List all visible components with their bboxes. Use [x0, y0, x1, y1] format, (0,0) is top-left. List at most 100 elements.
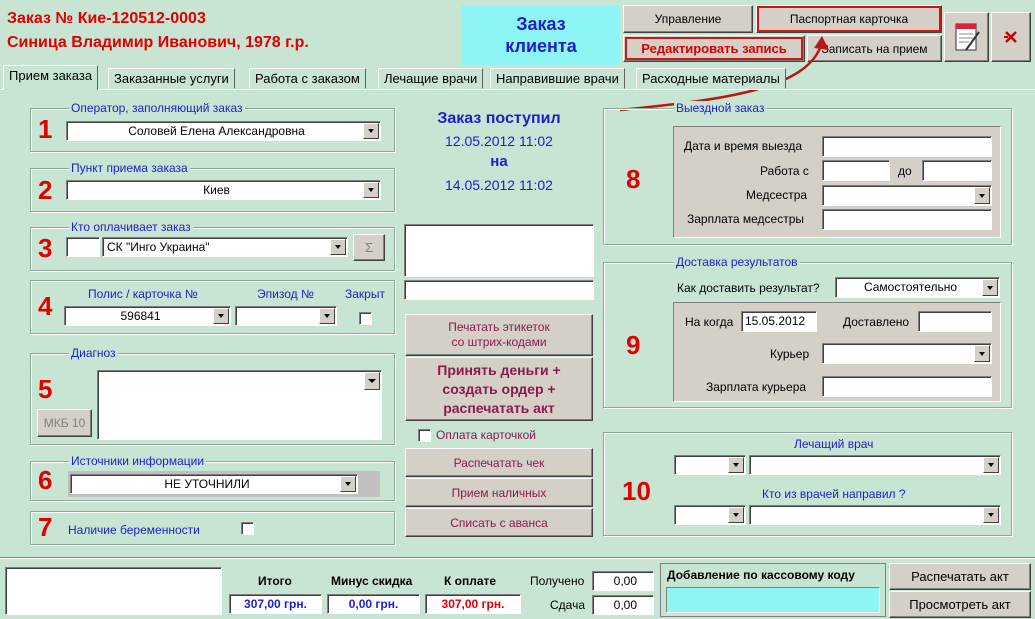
notes-box[interactable]: [404, 224, 594, 277]
total-field: 307,00 грн.: [229, 594, 322, 614]
chevron-down-icon[interactable]: [982, 279, 998, 296]
sources-select[interactable]: НЕ УТОЧНИЛИ: [70, 474, 358, 494]
referring-doctor-label: Кто из врачей направил ?: [762, 487, 906, 501]
cash-code-input[interactable]: [666, 587, 880, 613]
work-to-input[interactable]: [922, 160, 992, 181]
tab-panel-border: [0, 89, 1035, 90]
payer-code-input[interactable]: [66, 237, 100, 257]
work-from-input[interactable]: [822, 160, 890, 181]
attending-prefix-select[interactable]: [674, 455, 746, 475]
closed-checkbox[interactable]: [359, 312, 372, 325]
card-payment-checkbox[interactable]: [418, 429, 431, 442]
tab-order-work[interactable]: Работа с заказом: [249, 68, 366, 89]
attending-doctor-select[interactable]: [749, 455, 1001, 475]
nurse-salary-label: Зарплата медсестры: [687, 212, 805, 226]
delivery-title: Доставка результатов: [674, 255, 800, 269]
to-pay-label: К оплате: [444, 574, 497, 588]
chevron-down-icon[interactable]: [728, 457, 744, 473]
due-date: 14.05.2012 11:02: [445, 177, 553, 193]
delivery-group: Доставка результатов: [603, 255, 1012, 408]
book-appointment-button[interactable]: Записать на прием: [807, 35, 942, 62]
cash-button[interactable]: Прием наличных: [405, 478, 593, 507]
episode-select[interactable]: [235, 306, 337, 326]
print-check-button[interactable]: Распечатать чек: [405, 448, 593, 477]
section-number-8: 8: [626, 164, 641, 194]
chevron-down-icon[interactable]: [213, 308, 229, 324]
chevron-down-icon[interactable]: [983, 507, 999, 523]
operator-title: Оператор, заполняющий заказ: [69, 101, 245, 115]
print-labels-button[interactable]: Печатать этикеток со штрих-кодами: [405, 314, 593, 356]
diagnosis-group: Диагноз: [30, 346, 395, 445]
exit-icon: [1004, 31, 1017, 43]
point-value: Киев: [203, 183, 230, 197]
tab-ordered-services[interactable]: Заказанные услуги: [108, 68, 235, 89]
section-number-10: 10: [622, 476, 651, 506]
pregnancy-checkbox[interactable]: [241, 522, 254, 535]
accept-money-button[interactable]: Принять деньги + создать ордер + распеча…: [405, 357, 593, 421]
notepad-icon: [955, 23, 980, 51]
referring-prefix-select[interactable]: [674, 505, 746, 525]
chevron-down-icon[interactable]: [319, 308, 335, 324]
chevron-down-icon[interactable]: [728, 507, 744, 523]
chevron-down-icon[interactable]: [363, 182, 379, 198]
point-select[interactable]: Киев: [66, 180, 381, 200]
sigma-button[interactable]: Σ: [353, 234, 385, 261]
view-act-button[interactable]: Просмотреть акт: [889, 591, 1031, 618]
received-money-input[interactable]: 0,00: [592, 571, 654, 591]
received-date: 12.05.2012 11:02: [445, 133, 553, 149]
chevron-down-icon[interactable]: [340, 476, 356, 492]
chevron-down-icon[interactable]: [974, 187, 990, 204]
payer-group: Кто оплачивает заказ: [30, 220, 395, 271]
change-input[interactable]: 0,00: [592, 595, 654, 615]
notepad-button[interactable]: [944, 12, 989, 62]
received-money-value: 0,00: [613, 574, 637, 588]
payer-select[interactable]: СК "Инго Украина": [102, 237, 348, 257]
order-badge-text: Заказ клиента: [505, 14, 577, 56]
courier-salary-label: Зарплата курьера: [706, 380, 807, 394]
delivered-input[interactable]: [918, 311, 992, 332]
operator-select[interactable]: Соловей Елена Александровна: [66, 121, 381, 141]
write-off-advance-button[interactable]: Списать с аванса: [405, 508, 593, 537]
notes-line[interactable]: [404, 280, 594, 300]
section-number-7: 7: [38, 512, 53, 542]
discount-value: 0,00 грн.: [348, 597, 399, 611]
courier-select[interactable]: [822, 343, 992, 364]
mkb10-button[interactable]: МКБ 10: [37, 409, 92, 437]
doctors-group: [603, 432, 1012, 536]
policy-value: 596841: [120, 309, 161, 323]
received-on: на: [490, 153, 508, 170]
chevron-down-icon[interactable]: [983, 457, 999, 473]
footer-note-box[interactable]: [5, 567, 222, 615]
referring-doctor-select[interactable]: [749, 505, 1001, 525]
footer-divider: [0, 557, 1035, 559]
departure-date-input[interactable]: [822, 136, 992, 157]
delivery-when-input[interactable]: 15.05.2012: [741, 311, 817, 332]
manage-button[interactable]: Управление: [623, 5, 753, 33]
edit-record-button[interactable]: Редактировать запись: [623, 35, 805, 62]
chevron-down-icon[interactable]: [330, 239, 346, 255]
section-number-9: 9: [626, 330, 641, 360]
chevron-down-icon[interactable]: [363, 123, 379, 139]
passport-card-button[interactable]: Паспортная карточка: [756, 5, 942, 33]
delivery-how-select[interactable]: Самостоятельно: [835, 277, 1000, 298]
policy-select[interactable]: 596841: [64, 306, 231, 326]
tab-attending-doctors[interactable]: Лечащие врачи: [378, 68, 484, 89]
tab-referring-doctors[interactable]: Направившие врачи: [490, 68, 625, 89]
departure-title: Выездной заказ: [674, 101, 767, 115]
card-payment-label: Оплата карточкой: [436, 428, 536, 442]
print-act-button[interactable]: Распечатать акт: [889, 563, 1031, 590]
courier-salary-input[interactable]: [822, 376, 992, 397]
diagnosis-textarea[interactable]: [97, 370, 382, 440]
tab-consumables[interactable]: Расходные материалы: [636, 68, 786, 89]
payer-title: Кто оплачивает заказ: [69, 220, 193, 234]
tab-order-intake[interactable]: Прием заказа: [3, 65, 99, 90]
nurse-select[interactable]: [822, 185, 992, 206]
chevron-down-icon[interactable]: [974, 345, 990, 362]
chevron-down-icon[interactable]: [364, 372, 380, 390]
delivery-how-value: Самостоятельно: [863, 280, 958, 294]
exit-button[interactable]: [991, 12, 1031, 62]
nurse-salary-input[interactable]: [822, 209, 992, 230]
pregnancy-group: [30, 511, 395, 545]
section-number-3: 3: [38, 233, 53, 263]
sources-title: Источники информации: [69, 454, 207, 468]
